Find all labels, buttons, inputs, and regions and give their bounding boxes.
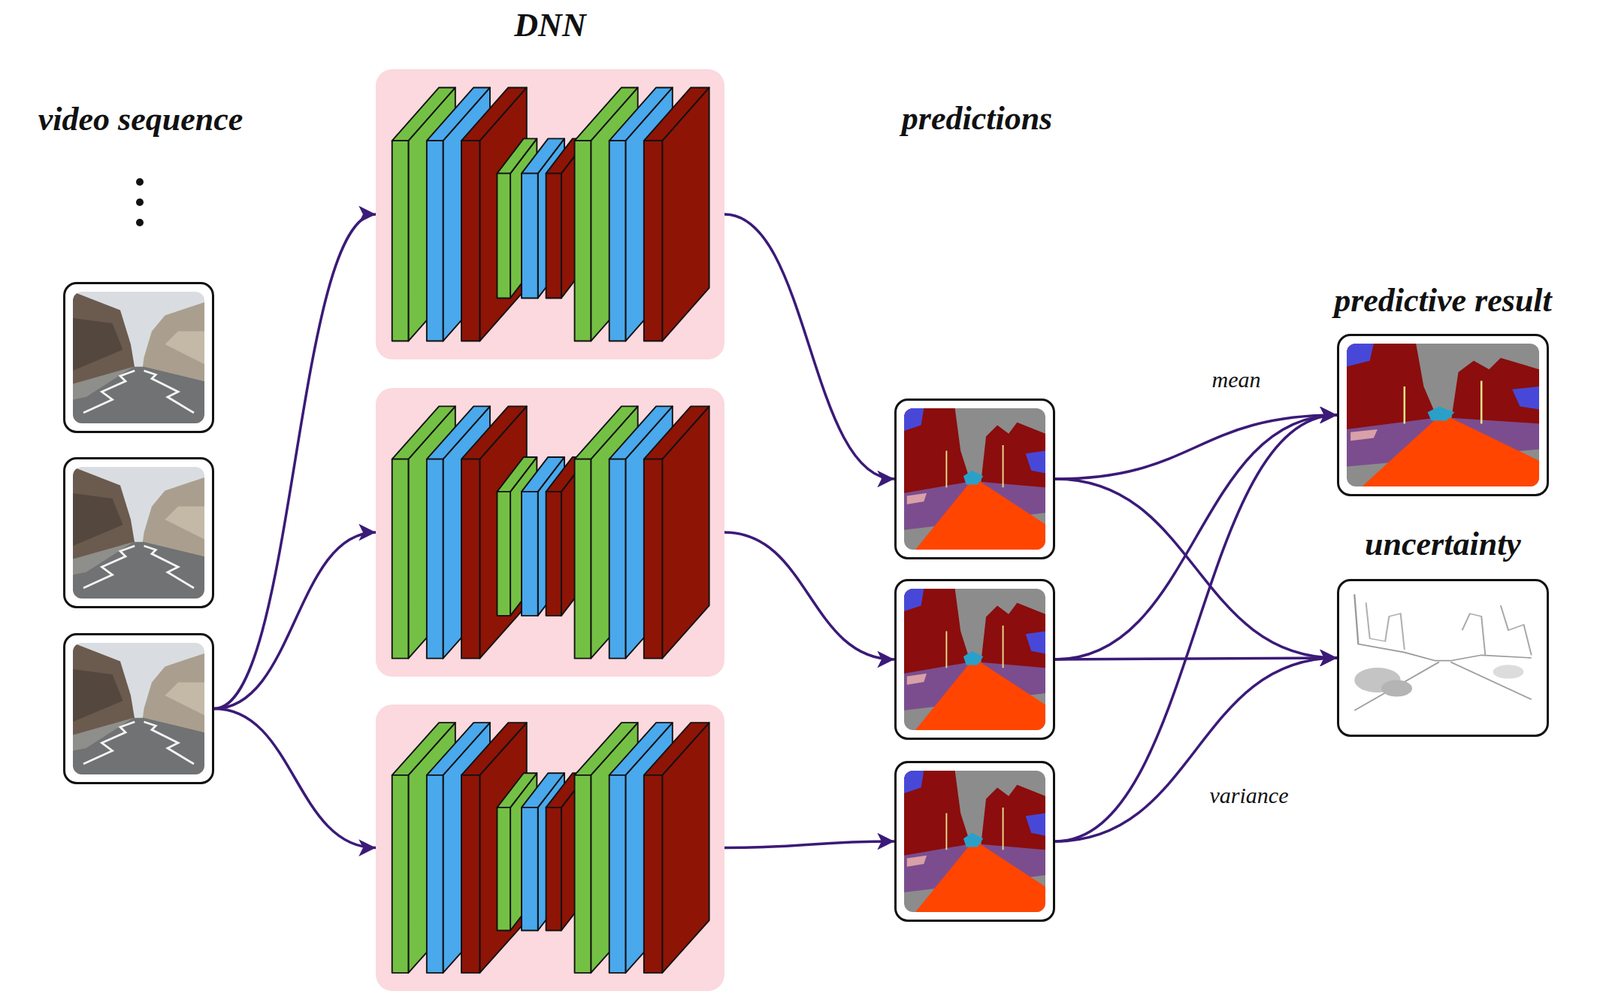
video-frame	[63, 456, 215, 608]
flow-arrow	[214, 214, 376, 709]
flow-arrow	[214, 532, 376, 709]
image	[1346, 343, 1540, 487]
dnn-box: DNN	[375, 69, 725, 360]
flow-arrow	[1055, 657, 1337, 660]
column-heading: video sequence	[35, 101, 246, 138]
edge-note: mean	[1209, 366, 1265, 392]
image	[904, 588, 1046, 730]
result-frame: predictive result	[1336, 333, 1549, 497]
image-frame	[63, 632, 215, 784]
image-frame	[894, 398, 1056, 560]
flow-arrow	[724, 840, 895, 848]
image	[1346, 588, 1540, 727]
flow-arrow	[724, 532, 895, 660]
flow-arrow	[1055, 414, 1337, 660]
flow-arrow	[214, 708, 376, 848]
ellipsis-dots	[127, 169, 152, 235]
column-heading: predictions	[898, 100, 1056, 137]
image-frame	[894, 760, 1056, 922]
layer-stack	[375, 704, 725, 991]
image	[72, 642, 205, 775]
video-frame	[63, 281, 215, 433]
input-frame	[63, 632, 215, 784]
image-frame	[1336, 333, 1549, 497]
image	[904, 770, 1046, 912]
dnn-box	[375, 704, 725, 991]
edge-note: variance	[1206, 782, 1292, 808]
street-photo	[72, 466, 205, 599]
layer-stack	[375, 387, 725, 677]
node-heading: DNN	[514, 7, 586, 44]
node-heading: uncertainty	[1364, 526, 1522, 563]
node-heading: predictive result	[1333, 282, 1552, 319]
flow-arrow	[1055, 478, 1337, 658]
image-frame	[894, 578, 1056, 740]
image-frame	[1336, 578, 1549, 737]
prediction-frame	[894, 578, 1056, 740]
prediction-frame	[894, 398, 1056, 560]
street-photo	[72, 291, 205, 424]
layer-stack	[375, 69, 725, 360]
image	[904, 408, 1046, 550]
dnn-box	[375, 387, 725, 677]
flow-arrow	[1055, 657, 1337, 841]
flow-arrow	[1055, 414, 1337, 841]
prediction-frame	[894, 760, 1056, 922]
flow-arrow	[724, 214, 895, 479]
uncertainty-frame: uncertainty	[1336, 578, 1549, 737]
